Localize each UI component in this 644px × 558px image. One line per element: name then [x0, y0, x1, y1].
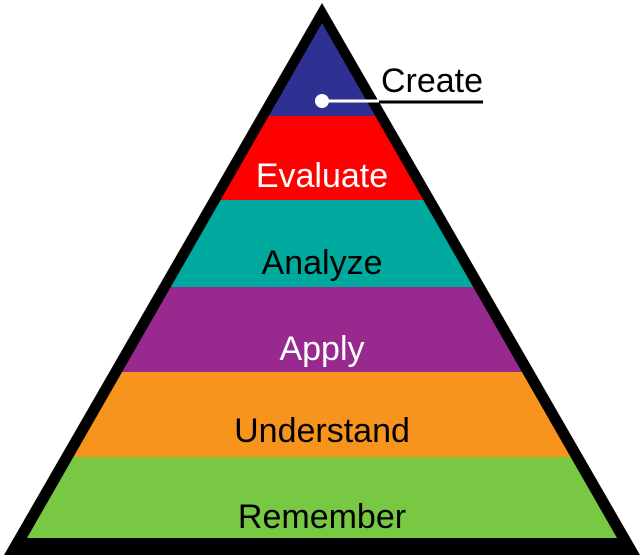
level-label-evaluate: Evaluate: [256, 157, 388, 195]
level-band-remember: [27, 457, 617, 538]
level-label-create: Create: [381, 62, 483, 100]
level-label-analyze: Analyze: [262, 244, 383, 282]
level-band-understand: [27, 372, 617, 457]
callout-dot: [315, 94, 329, 108]
level-label-remember: Remember: [238, 498, 406, 536]
level-label-apply: Apply: [279, 330, 364, 368]
level-label-understand: Understand: [234, 412, 410, 450]
